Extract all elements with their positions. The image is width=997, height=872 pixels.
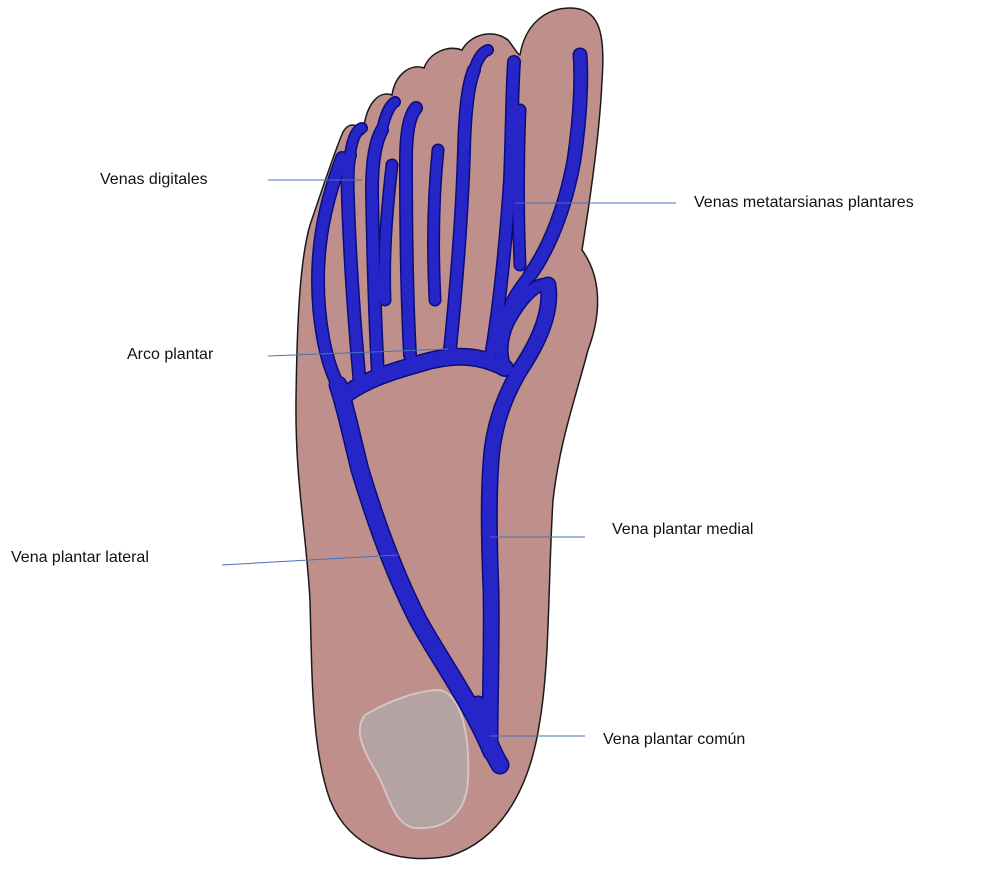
label-arco-plantar: Arco plantar xyxy=(127,347,213,363)
metatarsal-vein-b xyxy=(434,150,438,300)
metatarsal-vein-c xyxy=(519,110,521,265)
label-vena-plantar-medial: Vena plantar medial xyxy=(612,522,753,538)
label-venas-digitales: Venas digitales xyxy=(100,172,208,188)
label-vena-plantar-lateral: Vena plantar lateral xyxy=(11,550,149,566)
label-venas-metatarsianas: Venas metatarsianas plantares xyxy=(694,195,914,211)
label-vena-plantar-comun: Vena plantar común xyxy=(603,732,745,748)
